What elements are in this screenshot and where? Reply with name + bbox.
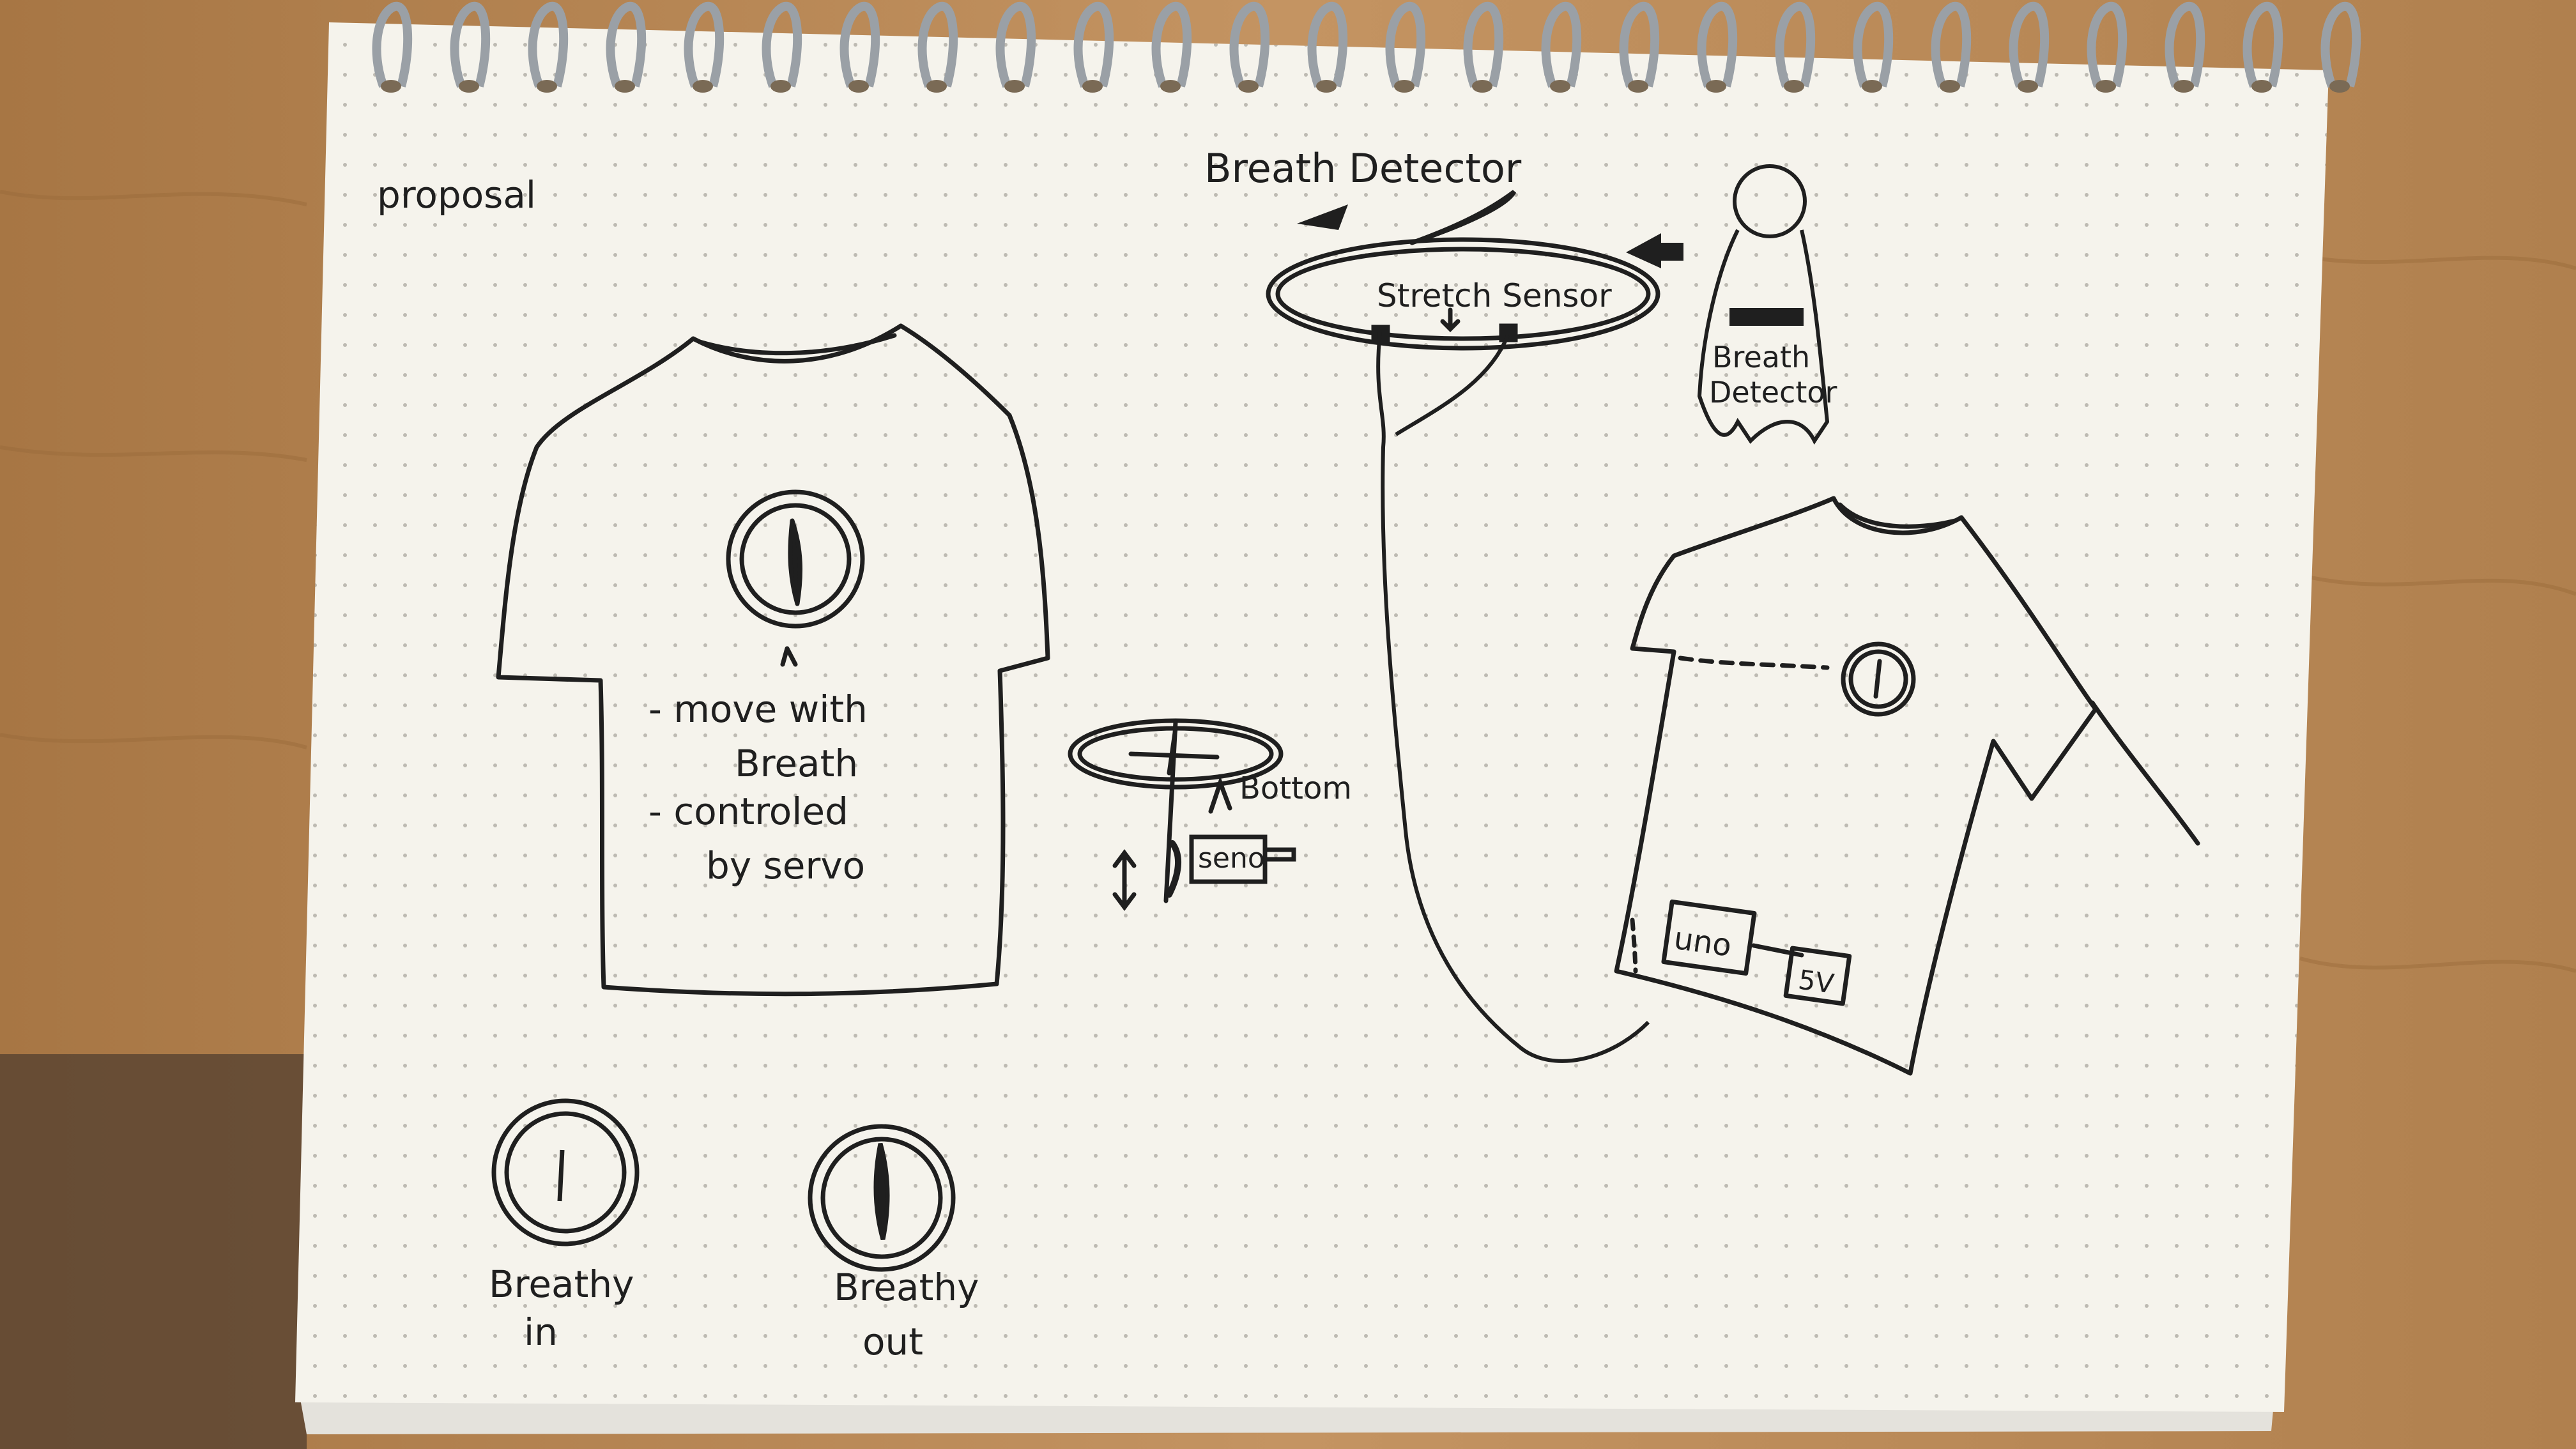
spiral-ring bbox=[528, 1, 569, 88]
ring-hole bbox=[770, 80, 791, 93]
ring-hole bbox=[2096, 80, 2116, 93]
tshirt-right bbox=[1614, 496, 2200, 1076]
spiral-ring bbox=[606, 1, 647, 88]
gauge-breathing-out bbox=[808, 1124, 956, 1272]
ring-hole bbox=[1082, 80, 1103, 93]
ring-hole bbox=[1004, 80, 1025, 93]
ring-hole bbox=[1160, 80, 1181, 93]
ring-hole bbox=[537, 80, 557, 93]
ring-hole bbox=[615, 80, 635, 93]
breath-detector-side-2: Detector bbox=[1709, 375, 1837, 410]
gauge-breathing-in bbox=[491, 1098, 640, 1246]
breath-detector-title: Breath Detector bbox=[1204, 145, 1522, 192]
ring-hole bbox=[2174, 80, 2194, 93]
ring-hole bbox=[2018, 80, 2038, 93]
spiral-ring bbox=[1541, 1, 1582, 88]
breath-detector-side-1: Breath bbox=[1712, 340, 1810, 374]
spiral-ring bbox=[917, 1, 958, 88]
proposal-label: proposal bbox=[377, 173, 536, 217]
bottom-label: Bottom bbox=[1239, 770, 1352, 806]
shadow-area bbox=[0, 1054, 307, 1449]
spiral-ring bbox=[2242, 1, 2283, 88]
spiral-ring bbox=[1073, 1, 1114, 88]
spiral-ring bbox=[372, 1, 413, 88]
note-line-3: - controled bbox=[648, 790, 848, 833]
note-line-2: Breath bbox=[735, 742, 858, 785]
spiral-ring bbox=[1853, 1, 1894, 88]
breathing-in-line-2: in bbox=[524, 1310, 558, 1354]
spiral-ring bbox=[1307, 1, 1348, 88]
pointer-arrows bbox=[1297, 204, 1683, 268]
breathing-in-line-1: Breathy bbox=[489, 1262, 634, 1306]
tshirt-left bbox=[496, 323, 1050, 997]
spiral-ring bbox=[1697, 1, 1738, 88]
ring-hole bbox=[1394, 80, 1414, 93]
spiral-ring bbox=[2087, 1, 2128, 88]
spiral-ring bbox=[839, 1, 880, 88]
sensor-cable bbox=[1376, 332, 1650, 1063]
spiral-ring bbox=[1463, 1, 1504, 88]
spiral-ring bbox=[1385, 1, 1426, 88]
ring-hole bbox=[1862, 80, 1882, 93]
note-line-1: - move with bbox=[648, 687, 868, 731]
ring-hole bbox=[926, 80, 947, 93]
spiral-ring bbox=[1931, 1, 1972, 88]
ring-hole bbox=[1550, 80, 1570, 93]
five-v-label: 5V bbox=[1797, 963, 1836, 999]
ring-hole bbox=[1472, 80, 1492, 93]
breathing-out-line-1: Breathy bbox=[834, 1266, 979, 1309]
spiral-ring bbox=[2320, 1, 2361, 88]
spiral-ring bbox=[684, 1, 724, 88]
servo-note: - move with Breath - controled by servo bbox=[648, 687, 868, 887]
ring-hole bbox=[1316, 80, 1337, 93]
ring-hole bbox=[1628, 80, 1648, 93]
wood-grain bbox=[0, 190, 2576, 973]
ring-hole bbox=[1238, 80, 1259, 93]
ring-hole bbox=[459, 80, 479, 93]
spiral-ring bbox=[762, 1, 802, 88]
spiral-ring bbox=[995, 1, 1036, 88]
note-line-4: by servo bbox=[706, 844, 865, 887]
servo-label: seno bbox=[1198, 842, 1265, 875]
spiral-ring bbox=[2165, 1, 2205, 88]
spiral-ring bbox=[1229, 1, 1270, 88]
ring-hole bbox=[1940, 80, 1960, 93]
stretch-sensor-label: Stretch Sensor bbox=[1377, 277, 1612, 314]
spiral-ring bbox=[1619, 1, 1660, 88]
ring-hole bbox=[848, 80, 869, 93]
ring-hole bbox=[693, 80, 713, 93]
spiral-ring bbox=[1151, 1, 1192, 88]
spiral-ring bbox=[1775, 1, 1816, 88]
breathing-out-line-2: out bbox=[862, 1320, 923, 1363]
spiral-binding bbox=[372, 1, 2361, 93]
uno-label: uno bbox=[1672, 921, 1734, 964]
ring-hole bbox=[1706, 80, 1726, 93]
spiral-ring bbox=[450, 1, 491, 88]
ring-hole bbox=[381, 80, 401, 93]
ring-hole bbox=[2329, 80, 2350, 93]
ring-hole bbox=[2251, 80, 2272, 93]
servo-mechanism bbox=[1068, 718, 1296, 911]
person-figure bbox=[1697, 164, 1830, 445]
ring-hole bbox=[1784, 80, 1804, 93]
spiral-ring bbox=[2009, 1, 2050, 88]
